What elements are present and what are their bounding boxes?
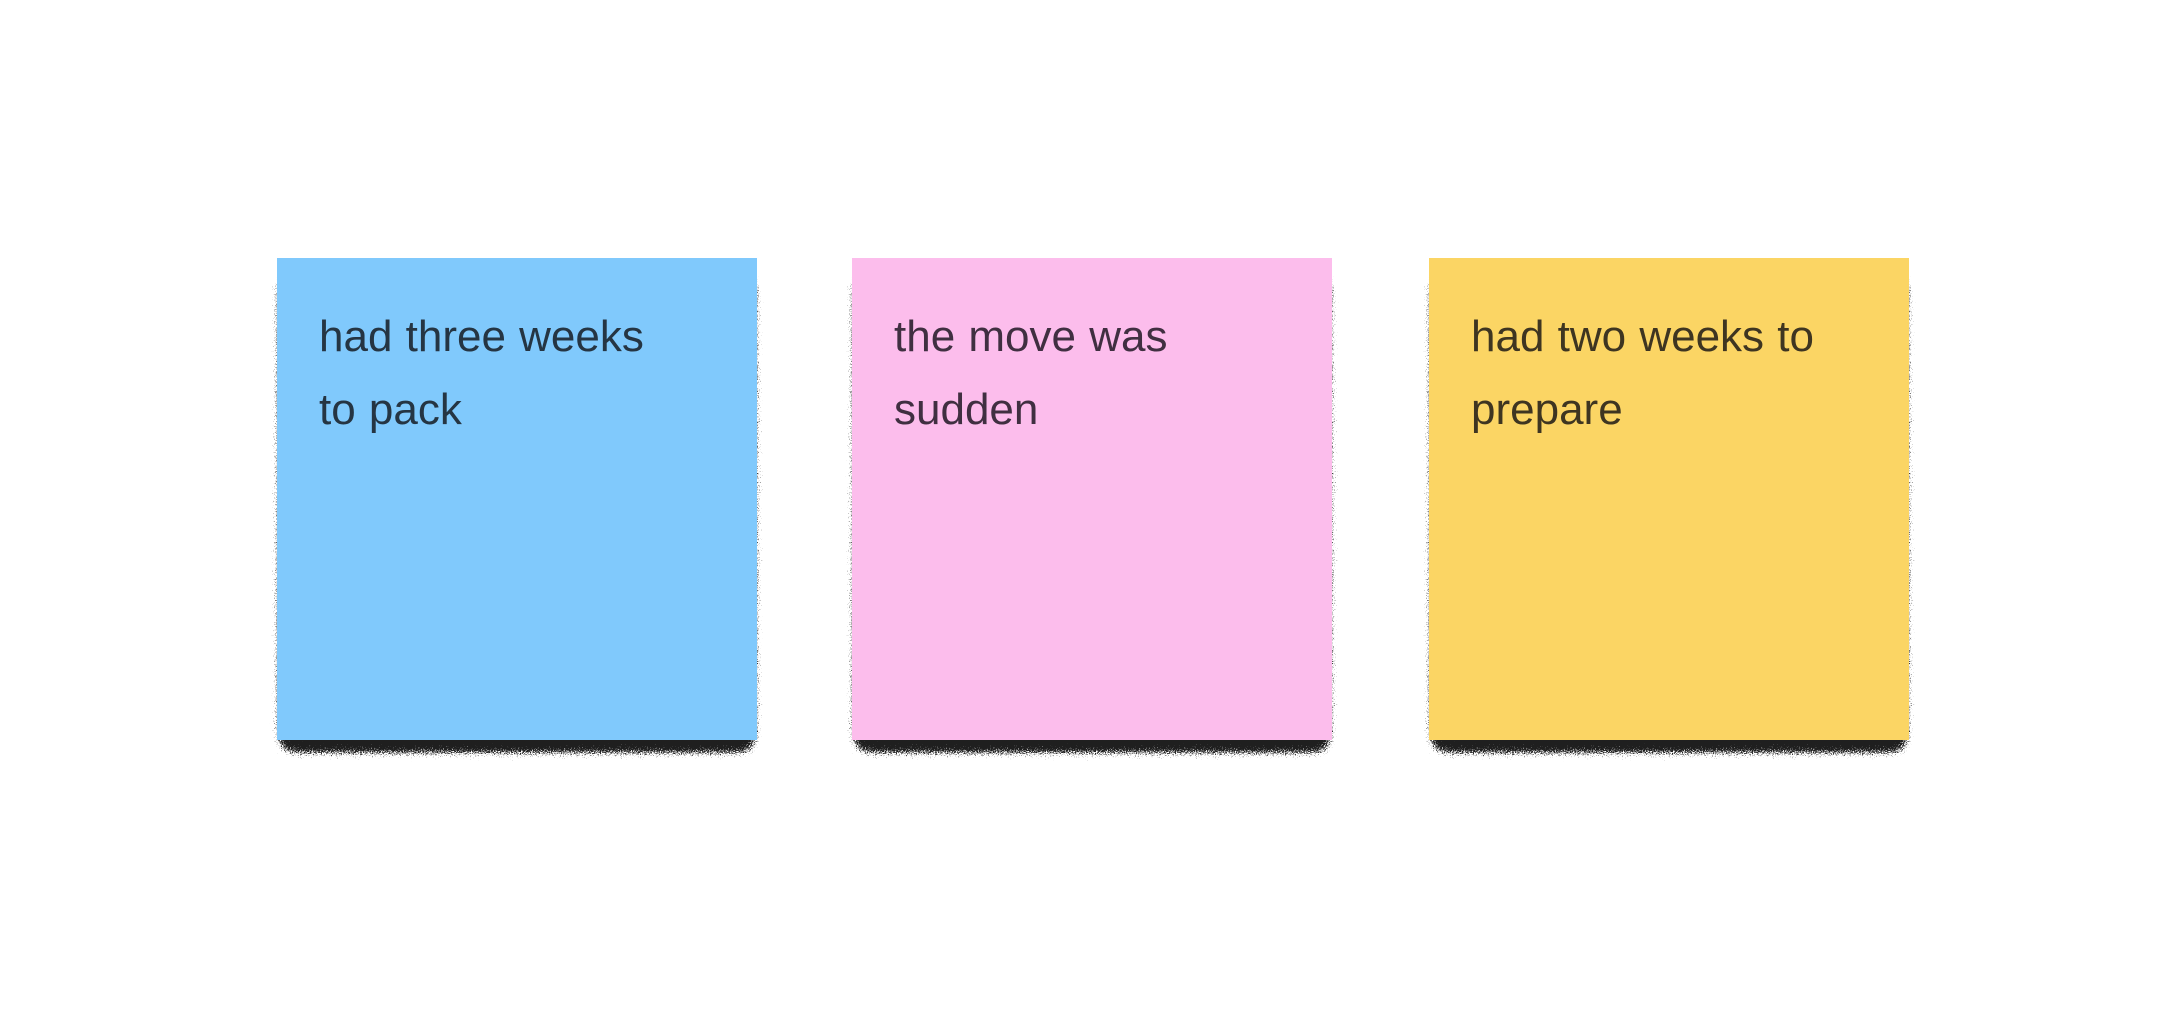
note-text: had two weeks to prepare xyxy=(1471,300,1867,446)
note-text-line: the move was xyxy=(894,312,1168,361)
sticky-note-yellow[interactable]: had two weeks to prepare xyxy=(1429,258,1909,740)
note-text-line: had two weeks to xyxy=(1471,312,1814,361)
note-text-line: sudden xyxy=(894,385,1039,434)
sticky-note-blue[interactable]: had three weeks to pack xyxy=(277,258,757,740)
note-text: had three weeks to pack xyxy=(319,300,715,446)
note-text-line: to pack xyxy=(319,385,462,434)
note-text-line: had three weeks xyxy=(319,312,644,361)
note-text-line: prepare xyxy=(1471,385,1623,434)
sticky-note-pink[interactable]: the move was sudden xyxy=(852,258,1332,740)
note-text: the move was sudden xyxy=(894,300,1290,446)
